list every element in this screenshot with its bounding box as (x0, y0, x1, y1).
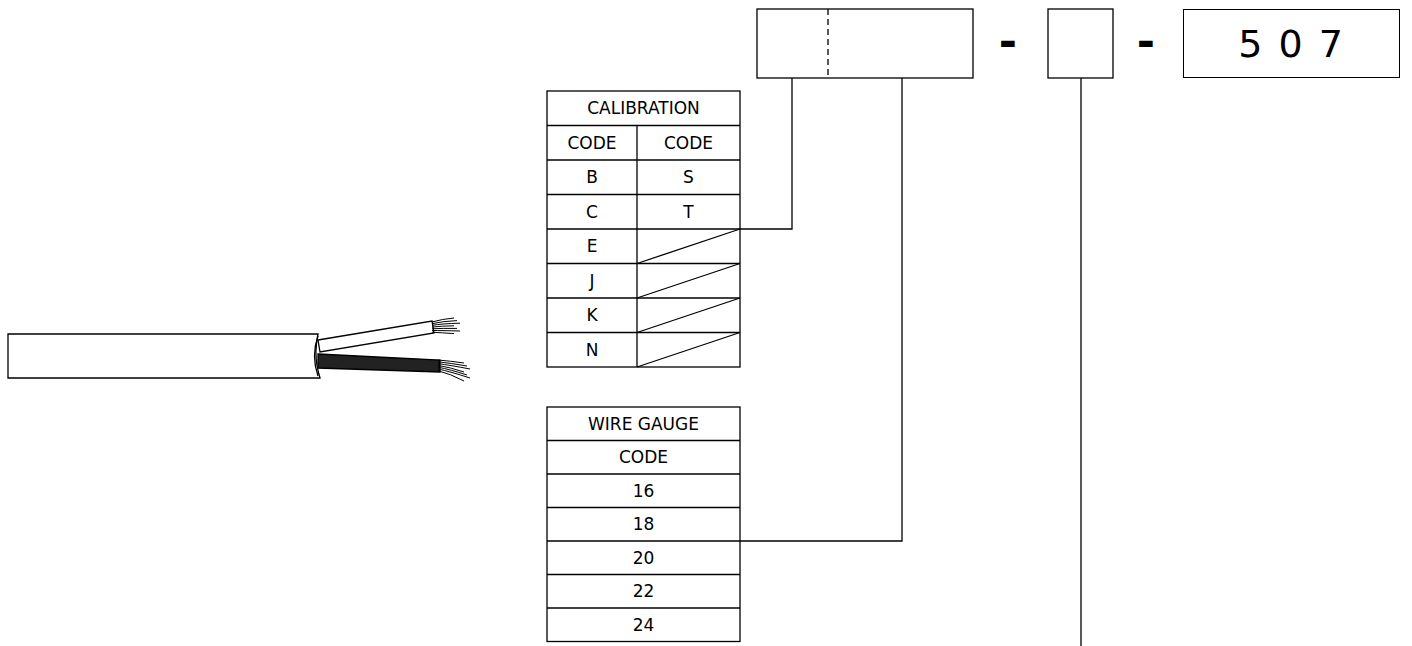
table-cell: E (587, 237, 598, 256)
separator-dash: - (999, 18, 1017, 66)
wire-gauge-table (547, 407, 740, 642)
leader-line (740, 78, 902, 541)
table-cell: S (683, 168, 694, 187)
code-box (1048, 9, 1113, 78)
wire-strand (432, 326, 454, 327)
wire-strand (432, 332, 454, 333)
table-cell: K (586, 306, 597, 325)
table-cell: 22 (633, 582, 655, 601)
table-heading: CALIBRATION (587, 99, 700, 118)
wire-strand (438, 371, 464, 381)
table-cell: 16 (633, 481, 655, 500)
wire-strand (438, 367, 467, 375)
table-cell: 18 (633, 515, 655, 534)
code-box: 5 0 7 (1183, 9, 1400, 78)
separator-dash: - (1137, 18, 1155, 66)
table-heading: WIRE GAUGE (588, 414, 699, 433)
code-value: 5 0 7 (1238, 22, 1345, 66)
table-cell: 20 (633, 548, 655, 567)
table-cell: C (586, 202, 598, 221)
wire-strand (438, 365, 464, 372)
calibration-table (547, 91, 740, 367)
code-box (757, 9, 973, 78)
leader-line (740, 78, 792, 229)
wire-strand (432, 323, 460, 325)
table-cell: B (586, 168, 598, 187)
divider (827, 9, 828, 78)
column-heading: CODE (567, 133, 616, 152)
table-cell: N (586, 340, 599, 359)
wire-strand (432, 330, 460, 332)
leader-line (1080, 78, 1081, 646)
column-heading: CODE (619, 448, 668, 467)
wire-strand (432, 328, 457, 329)
cable-illustration (8, 318, 470, 381)
table-cell: T (683, 202, 693, 221)
column-heading: CODE (664, 133, 713, 152)
table-cell: 24 (633, 615, 655, 634)
table-cell: J (589, 271, 594, 290)
